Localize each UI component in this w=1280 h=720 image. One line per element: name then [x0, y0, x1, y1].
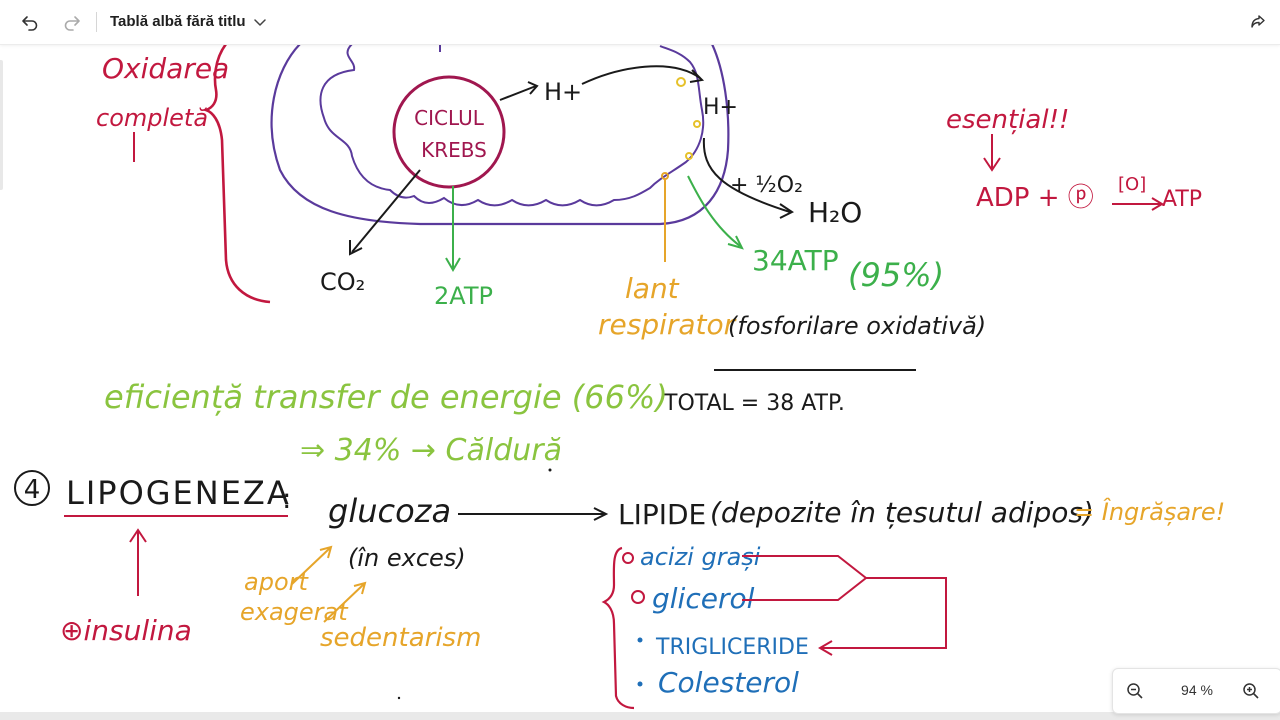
top-toolbar: Tablă albă fără titlu: [0, 0, 1280, 45]
chevron-down-icon: [254, 19, 266, 26]
whiteboard-canvas[interactable]: Oxidarea completă CICLUL KREBS H+ H+ + ½…: [0, 44, 1280, 720]
arrow-h-transfer: [581, 65, 701, 85]
arrow-to-h2o: [702, 137, 791, 213]
arrow-head-co2: [349, 240, 363, 256]
arrow-head-h: [527, 81, 539, 95]
atp34-label: 34ATP: [752, 244, 839, 277]
stray-dot-2: [397, 696, 401, 700]
left-panel-edge: [0, 60, 3, 190]
arrow-to-34atp: [687, 175, 741, 247]
section-number: 4: [24, 475, 41, 505]
minus-marker-2: [631, 590, 645, 604]
glucoza-arrow-head: [593, 507, 609, 521]
zoom-level: 94 %: [1181, 682, 1213, 698]
esential-arrow-head: [983, 157, 1001, 172]
caldura-label: ⇒ 34% → Căldură: [300, 433, 562, 468]
merge-arrow-head: [818, 640, 833, 656]
undo-button[interactable]: [16, 8, 44, 36]
aport-label: aport: [244, 568, 309, 596]
zoom-control: 94 %: [1112, 668, 1280, 714]
arrow-to-co2: [351, 169, 421, 253]
lant-dot: [661, 172, 669, 180]
aport-arrow: [291, 547, 331, 585]
stray-dot: [548, 468, 552, 472]
redo-button[interactable]: [58, 8, 86, 36]
arrow-head-34atp: [727, 235, 744, 250]
fosforilare-label: (fosforilare oxidativă): [728, 312, 986, 340]
depozite-label: (depozite în țesutul adipos): [710, 496, 1094, 529]
atp34-percent: (95%): [848, 256, 944, 294]
list-brace: [601, 546, 635, 710]
aport-arrow-head: [319, 545, 333, 559]
exagerat-label: exagerat: [240, 598, 349, 626]
redo-icon: [64, 16, 80, 31]
krebs-label-2: KREBS: [421, 138, 487, 162]
zoom-in-icon: [1243, 683, 1259, 699]
section-number-circle: [14, 470, 50, 506]
arrow-head-transfer: [689, 69, 705, 83]
outer-membrane: [270, 44, 730, 226]
o-box-label: [O]: [1118, 174, 1146, 195]
adp-equation: ADP + ⓟ: [976, 183, 1094, 213]
krebs-label-1: CICLUL: [414, 106, 485, 130]
curly-brace: [201, 44, 271, 304]
insulina-label: ⊕insulina: [60, 614, 192, 647]
colesterol-item: Colesterol: [658, 666, 799, 699]
protein-dot-1: [676, 77, 686, 87]
insulina-arrow-head: [129, 528, 147, 543]
glicerol-item: glicerol: [652, 582, 755, 615]
respirator-label: respirator: [598, 308, 737, 341]
zoom-out-icon: [1127, 683, 1143, 699]
toolbar-divider: [96, 12, 97, 32]
eficienta-label: eficiență transfer de energie (66%): [104, 378, 668, 416]
title-dropdown[interactable]: [252, 14, 268, 30]
merge-lines: [742, 555, 868, 601]
sedentarism-arrow: [323, 583, 365, 623]
ingrasare-label: = Îngrășare!: [1074, 497, 1225, 526]
oxidation-label-2: completă: [96, 104, 208, 132]
protein-dot-3: [685, 152, 693, 160]
half-o2: + ½O₂: [730, 173, 803, 198]
esential-label: esențial!!: [946, 105, 1069, 135]
bottom-scrollbar[interactable]: [0, 712, 1280, 720]
board-title[interactable]: Tablă albă fără titlu: [110, 13, 246, 30]
lipogeneza-colon: :: [282, 482, 291, 515]
krebs-circle: [392, 75, 506, 189]
atp-product: ATP: [1162, 187, 1202, 212]
trigliceride-item: TRIGLICERIDE: [655, 635, 809, 660]
arrow-to-h: [499, 85, 537, 101]
undo-icon: [22, 16, 38, 31]
arrow-head-2atp: [445, 257, 461, 272]
acizi-grasi-item: acizi grași: [640, 543, 761, 571]
arrow-head-h2o: [779, 203, 794, 219]
bullet-4: [637, 681, 643, 687]
h-plus-1: H+: [544, 78, 582, 106]
h-plus-2: H+: [703, 95, 738, 120]
bullet-3: [637, 637, 643, 643]
zoom-out-button[interactable]: [1123, 679, 1147, 703]
protein-dot-2: [693, 120, 701, 128]
reaction-arrow-head: [1151, 197, 1164, 211]
share-icon: [1251, 15, 1265, 28]
minus-marker-1: [622, 552, 634, 564]
lipogeneza-title: LIPOGENEZA: [66, 474, 291, 512]
sedentarism-arrow-head: [353, 581, 367, 595]
lipide-label: LIPIDE: [618, 498, 706, 531]
total-label: TOTAL = 38 ATP.: [663, 391, 845, 416]
oxidation-label-1: Oxidarea: [102, 52, 229, 85]
zoom-in-button[interactable]: [1239, 679, 1263, 703]
share-button[interactable]: [1244, 8, 1272, 36]
sedentarism-label: sedentarism: [320, 623, 481, 653]
two-atp-label: 2ATP: [434, 282, 493, 310]
merge-to-trigliceride: [820, 577, 947, 649]
lant-label: lant: [625, 272, 680, 305]
inner-membrane: [319, 44, 705, 207]
co2-label: CO₂: [320, 268, 365, 296]
glucoza-label: glucoza: [328, 492, 451, 530]
h2o-label: H₂O: [808, 196, 862, 229]
in-exces-label: (în exces): [348, 544, 466, 572]
